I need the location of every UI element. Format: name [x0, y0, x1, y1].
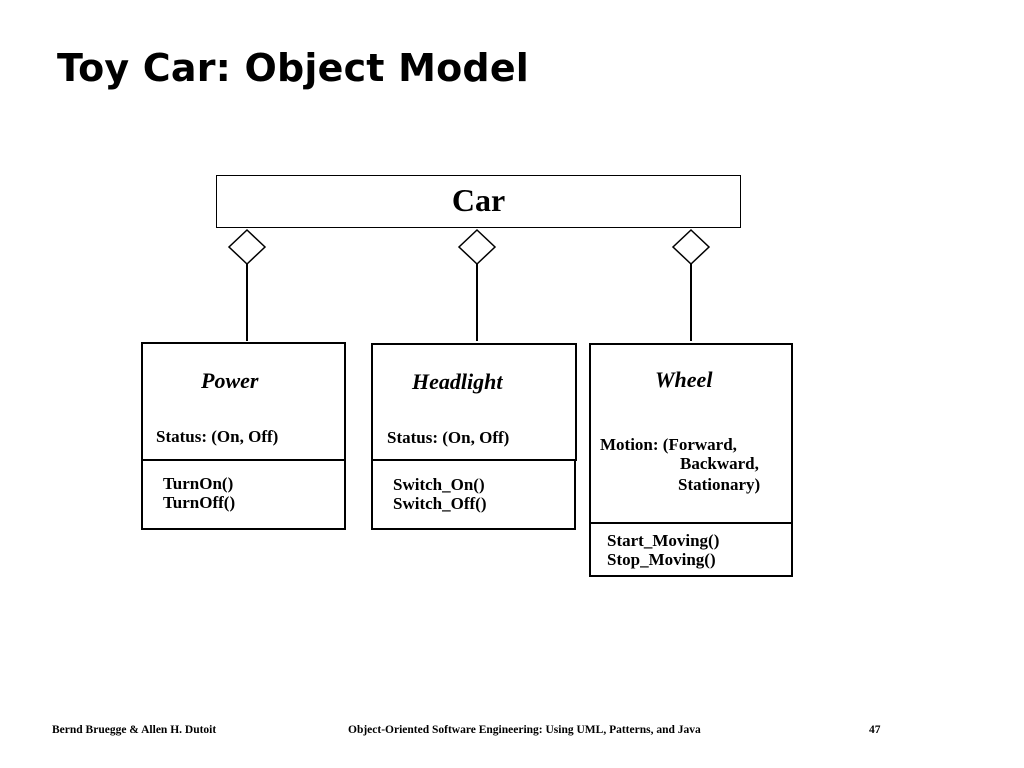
wheel-class-name: Wheel — [655, 367, 713, 392]
wheel-motion-attribute-line-2: Backward, — [680, 454, 759, 473]
wheel-class-name-compartment: Wheel — [589, 343, 793, 417]
footer-authors: Bernd Bruegge & Allen H. Dutoit — [52, 724, 217, 736]
aggregation-diamond-power — [227, 228, 267, 266]
wheel-attributes-compartment: Motion: (Forward, Backward, Stationary) — [589, 415, 793, 525]
footer-book-title: Object-Oriented Software Engineering: Us… — [348, 724, 701, 736]
wheel-motion-attribute-line-3: Stationary) — [678, 475, 761, 494]
headlight-operations-compartment: Switch_On() Switch_Off() — [371, 459, 576, 530]
headlight-attributes-compartment: Status: (On, Off) — [371, 417, 577, 461]
slide-title: Toy Car: Object Model — [57, 46, 530, 90]
footer-page-number: 47 — [869, 724, 881, 736]
wheel-operation-start-moving: Start_Moving() — [607, 531, 720, 550]
aggregation-diamond-headlight — [457, 228, 497, 266]
power-class-name: Power — [201, 368, 259, 393]
power-class-name-compartment: Power — [141, 342, 346, 418]
wheel-motion-attribute-line-1: Motion: (Forward, — [600, 435, 737, 454]
headlight-class-name-compartment: Headlight — [371, 343, 577, 419]
wheel-operations-compartment: Start_Moving() Stop_Moving() — [589, 522, 793, 577]
wheel-operation-stop-moving: Stop_Moving() — [607, 550, 716, 569]
power-attributes-compartment: Status: (On, Off) — [141, 416, 346, 461]
headlight-status-attribute: Status: (On, Off) — [387, 428, 510, 447]
power-operation-turnoff: TurnOff() — [163, 493, 236, 512]
power-operation-turnon: TurnOn() — [163, 474, 234, 493]
power-status-attribute: Status: (On, Off) — [156, 427, 279, 446]
headlight-class-name: Headlight — [412, 369, 503, 394]
power-operations-compartment: TurnOn() TurnOff() — [141, 459, 346, 530]
car-class-name: Car — [451, 182, 506, 218]
aggregation-diamond-wheel — [671, 228, 711, 266]
car-class-box: Car — [216, 175, 741, 228]
headlight-operation-switch-off: Switch_Off() — [393, 494, 487, 513]
headlight-operation-switch-on: Switch_On() — [393, 475, 485, 494]
